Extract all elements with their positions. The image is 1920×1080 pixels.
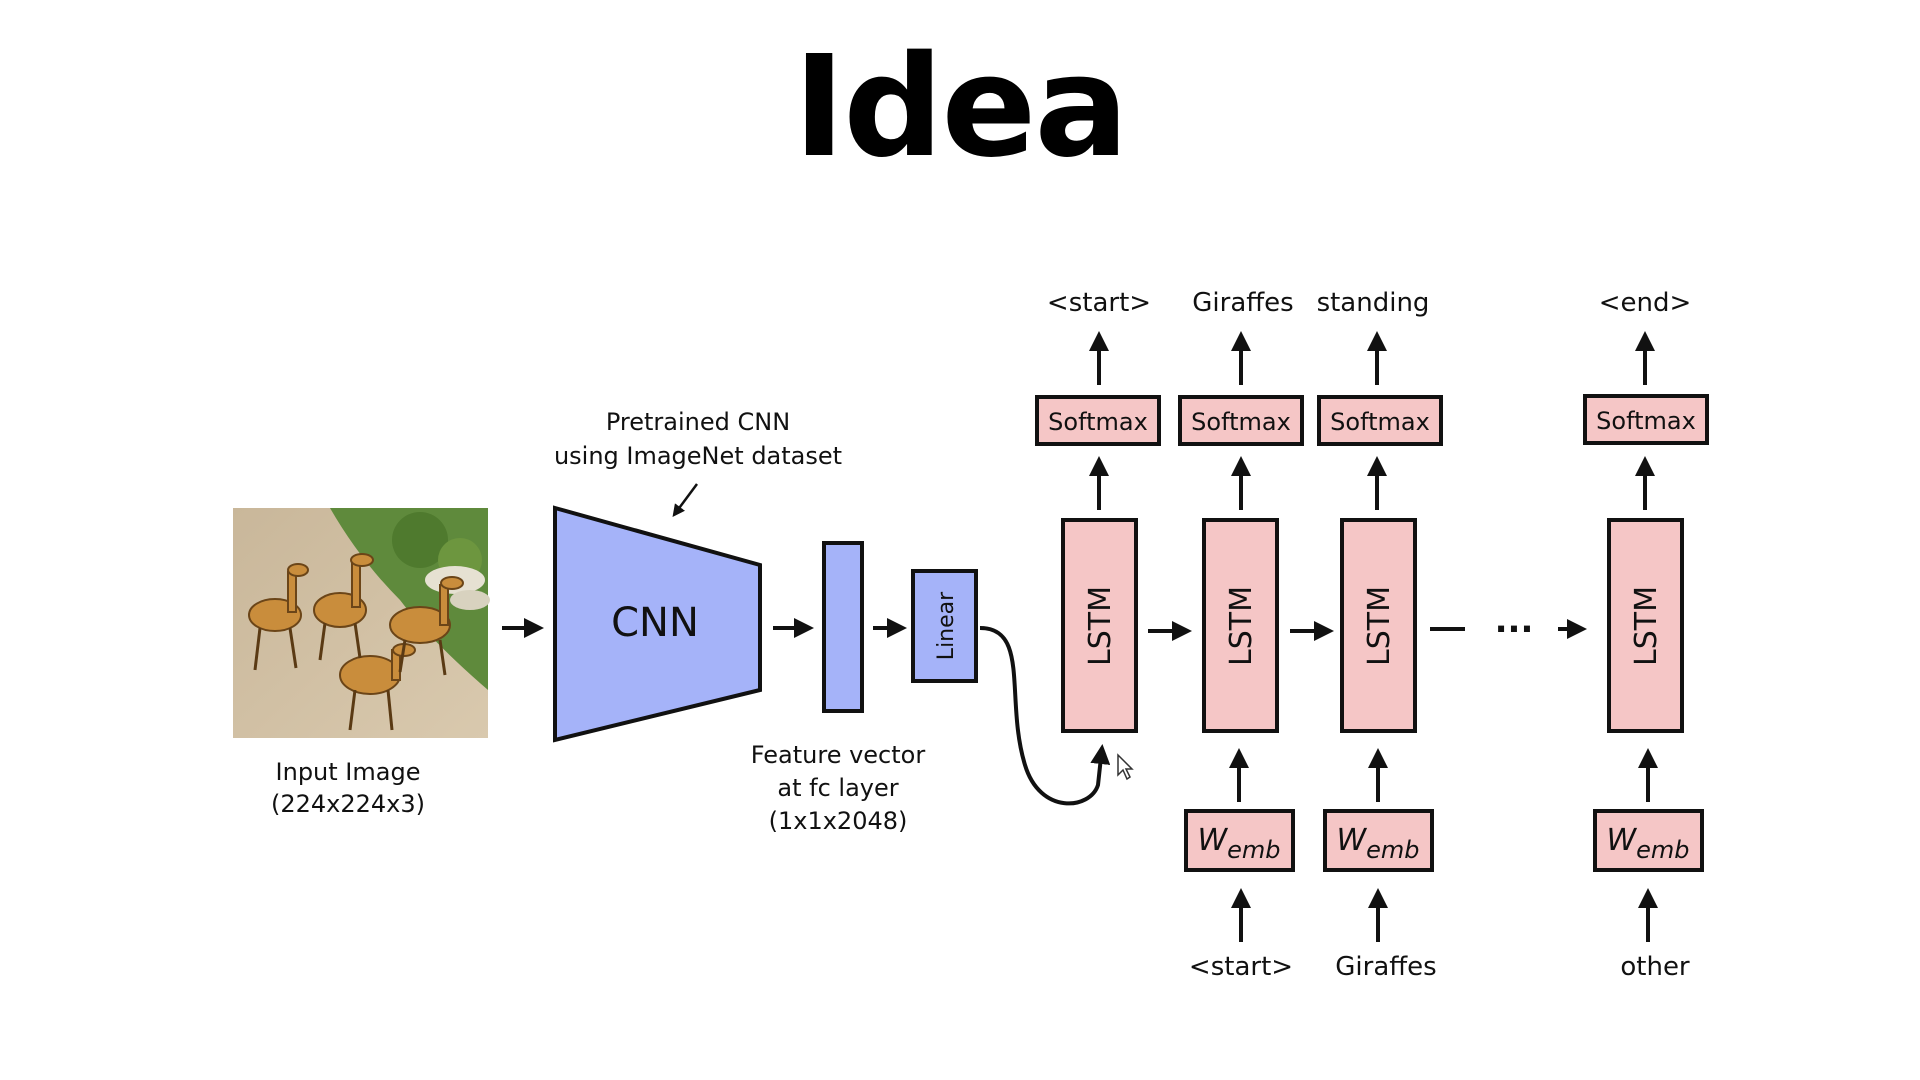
cnn-note-line2: using ImageNet dataset: [554, 442, 842, 470]
softmax-label: Softmax: [1191, 408, 1291, 436]
feature-vector-block: [822, 541, 864, 713]
output-word: standing: [1317, 288, 1430, 318]
softmax-block: [1317, 395, 1443, 446]
embedding-label-base: W: [1197, 823, 1228, 858]
embedding-label-sub: emb: [1366, 836, 1419, 864]
mouse-cursor-icon: [1117, 753, 1134, 781]
input-word: Giraffes: [1335, 952, 1436, 982]
lstm-column-3: LSTM Softmax standing Wemb Giraffes: [1317, 288, 1443, 982]
softmax-block: [1178, 395, 1304, 446]
ellipsis: ...: [1495, 601, 1534, 641]
lstm-column-2: LSTM Softmax Giraffes Wemb <start>: [1178, 288, 1304, 982]
lstm-block: [1202, 518, 1279, 733]
output-word: <end>: [1599, 288, 1692, 318]
lstm-column-1: LSTM Softmax <start>: [1035, 288, 1161, 733]
input-word: <start>: [1189, 952, 1293, 982]
embedding-block: [1184, 809, 1295, 872]
input-image-label: Input Image: [276, 758, 421, 786]
lstm-block: [1607, 518, 1684, 733]
lstm-label: LSTM: [1083, 586, 1118, 666]
input-image-size: (224x224x3): [271, 790, 425, 818]
embedding-label: Wemb: [1197, 823, 1280, 864]
input-word: other: [1620, 952, 1690, 982]
softmax-label: Softmax: [1330, 408, 1430, 436]
embedding-block: [1593, 809, 1704, 872]
feature-label-line3: (1x1x2048): [769, 807, 908, 835]
embedding-label-sub: emb: [1227, 836, 1280, 864]
cnn-note-arrow: [672, 483, 699, 518]
lstm-label: LSTM: [1224, 586, 1259, 666]
embedding-label: Wemb: [1606, 823, 1689, 864]
lstm-label: LSTM: [1362, 586, 1397, 666]
linear-block: [911, 569, 978, 683]
softmax-block: [1035, 395, 1161, 446]
lstm-block: [1061, 518, 1138, 733]
slide-title: Idea: [793, 26, 1129, 189]
input-image: [233, 508, 490, 738]
feature-label-line2: at fc layer: [777, 774, 898, 802]
cnn-label: CNN: [611, 600, 699, 646]
embedding-label-base: W: [1606, 823, 1637, 858]
softmax-label: Softmax: [1596, 407, 1696, 435]
cnn-note-line1: Pretrained CNN: [606, 408, 790, 436]
curve-linear-to-lstm: [979, 626, 1111, 806]
linear-label: Linear: [934, 591, 959, 660]
embedding-label: Wemb: [1336, 823, 1419, 864]
lstm-label: LSTM: [1629, 586, 1664, 666]
output-word: <start>: [1047, 288, 1151, 318]
softmax-label: Softmax: [1048, 408, 1148, 436]
output-word: Giraffes: [1192, 288, 1293, 318]
softmax-block: [1583, 394, 1709, 445]
embedding-block: [1323, 809, 1434, 872]
lstm-block: [1340, 518, 1417, 733]
embedding-label-sub: emb: [1636, 836, 1689, 864]
feature-label-line1: Feature vector: [751, 741, 926, 769]
embedding-label-base: W: [1336, 823, 1367, 858]
cnn-block: [553, 505, 762, 743]
lstm-column-last: LSTM Softmax <end> Wemb other: [1583, 288, 1709, 982]
